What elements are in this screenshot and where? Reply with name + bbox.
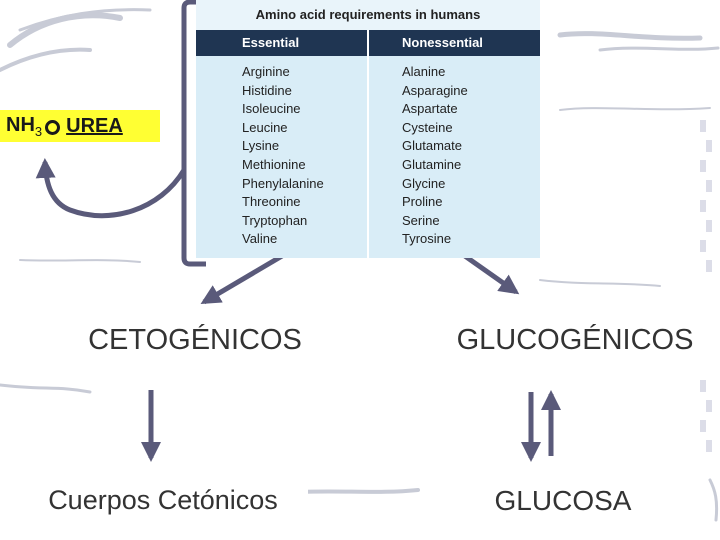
list-item: Threonine bbox=[242, 194, 301, 210]
brush-strokes bbox=[0, 8, 720, 522]
list-item: Tryptophan bbox=[242, 212, 308, 228]
header-nonessential: Nonessential bbox=[369, 30, 540, 56]
list-item: Glutamine bbox=[402, 156, 462, 172]
list-item: Cysteine bbox=[402, 119, 453, 135]
circle-icon bbox=[45, 119, 61, 135]
list-item: Leucine bbox=[242, 119, 288, 135]
list-item: Valine bbox=[242, 231, 278, 247]
nonessential-list: Alanine Asparagine Aspartate Cysteine Gl… bbox=[402, 63, 468, 249]
list-item: Phenylalanine bbox=[242, 175, 324, 191]
nh3-symbol: NH bbox=[6, 113, 35, 136]
list-item: Lysine bbox=[242, 138, 280, 154]
arrow-to-glucogenicos bbox=[460, 251, 520, 295]
cuerpos-cetonicos-node: Cuerpos Cetónicos bbox=[18, 470, 308, 530]
nh3-urea-label: NH3 UREA bbox=[0, 110, 160, 142]
cetogenicos-node: CETOGÉNICOS bbox=[48, 308, 342, 372]
table-bracket bbox=[181, 0, 206, 267]
urea-text: UREA bbox=[66, 114, 123, 137]
header-essential: Essential bbox=[196, 30, 367, 56]
list-item: Isoleucine bbox=[242, 101, 301, 117]
list-item: Asparagine bbox=[402, 82, 468, 98]
checker-column bbox=[700, 120, 712, 452]
glucosa-node: GLUCOSA bbox=[420, 472, 706, 530]
list-item: Proline bbox=[402, 194, 443, 210]
arrow-to-cetogenicos bbox=[200, 253, 284, 305]
list-item: Glycine bbox=[402, 175, 446, 191]
column-divider bbox=[367, 30, 369, 258]
nh3-text: NH3 bbox=[6, 114, 42, 139]
urea-arrow bbox=[35, 158, 187, 219]
list-item: Methionine bbox=[242, 156, 306, 172]
list-item: Glutamate bbox=[402, 138, 462, 154]
list-item: Arginine bbox=[242, 64, 290, 79]
list-item: Tyrosine bbox=[402, 231, 452, 247]
essential-list: Arginine Histidine Isoleucine Leucine Ly… bbox=[242, 63, 324, 249]
list-item: Alanine bbox=[402, 64, 446, 79]
glucogenicos-node: GLUCOGÉNICOS bbox=[430, 308, 720, 372]
table-title: Amino acid requirements in humans bbox=[196, 0, 540, 30]
list-item: Aspartate bbox=[402, 101, 458, 117]
amino-acid-table: Amino acid requirements in humans Essent… bbox=[196, 0, 540, 258]
nh3-subscript: 3 bbox=[34, 123, 43, 139]
list-item: Histidine bbox=[242, 82, 292, 98]
list-item: Serine bbox=[402, 212, 440, 228]
